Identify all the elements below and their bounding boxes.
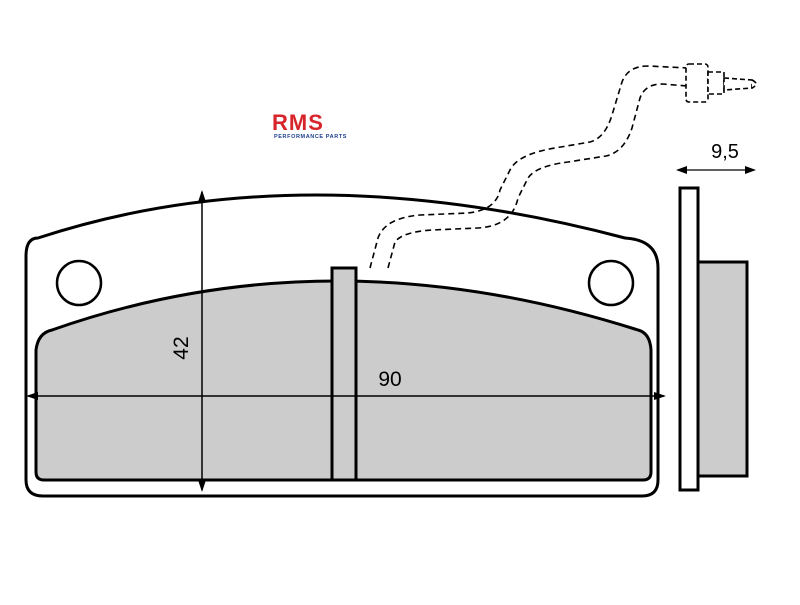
mounting-hole-left (55, 259, 103, 307)
thickness-dimension-label: 9,5 (711, 141, 739, 163)
double-headed-arrow-icon (676, 166, 687, 174)
side-view-friction-material (696, 260, 749, 478)
width-dimension: 90 (26, 368, 666, 400)
arrowhead-right-small-icon (745, 166, 756, 174)
height-dimension: 42 (170, 190, 206, 492)
pad-center-slot (330, 266, 358, 482)
width-dimension-label: 90 (378, 368, 401, 391)
arrowhead-left-icon (26, 392, 38, 400)
side-view-backing-plate (678, 186, 700, 492)
rms-logo: RMS PERFORMANCE PARTS (272, 110, 347, 140)
pad-side-view (678, 186, 749, 492)
arrowhead-down-icon (198, 480, 206, 492)
arrowhead-up-icon (198, 190, 206, 202)
height-dimension-label: 42 (170, 336, 193, 359)
logo-brand-text: RMS (272, 110, 324, 135)
wear-sensor-wire (369, 65, 689, 269)
logo-tagline-text: PERFORMANCE PARTS (274, 134, 347, 140)
arrowhead-right-icon (654, 392, 666, 400)
wear-sensor-connector (685, 63, 757, 103)
mounting-hole-right (587, 259, 635, 307)
thickness-dimension: 9,5 (676, 141, 756, 174)
